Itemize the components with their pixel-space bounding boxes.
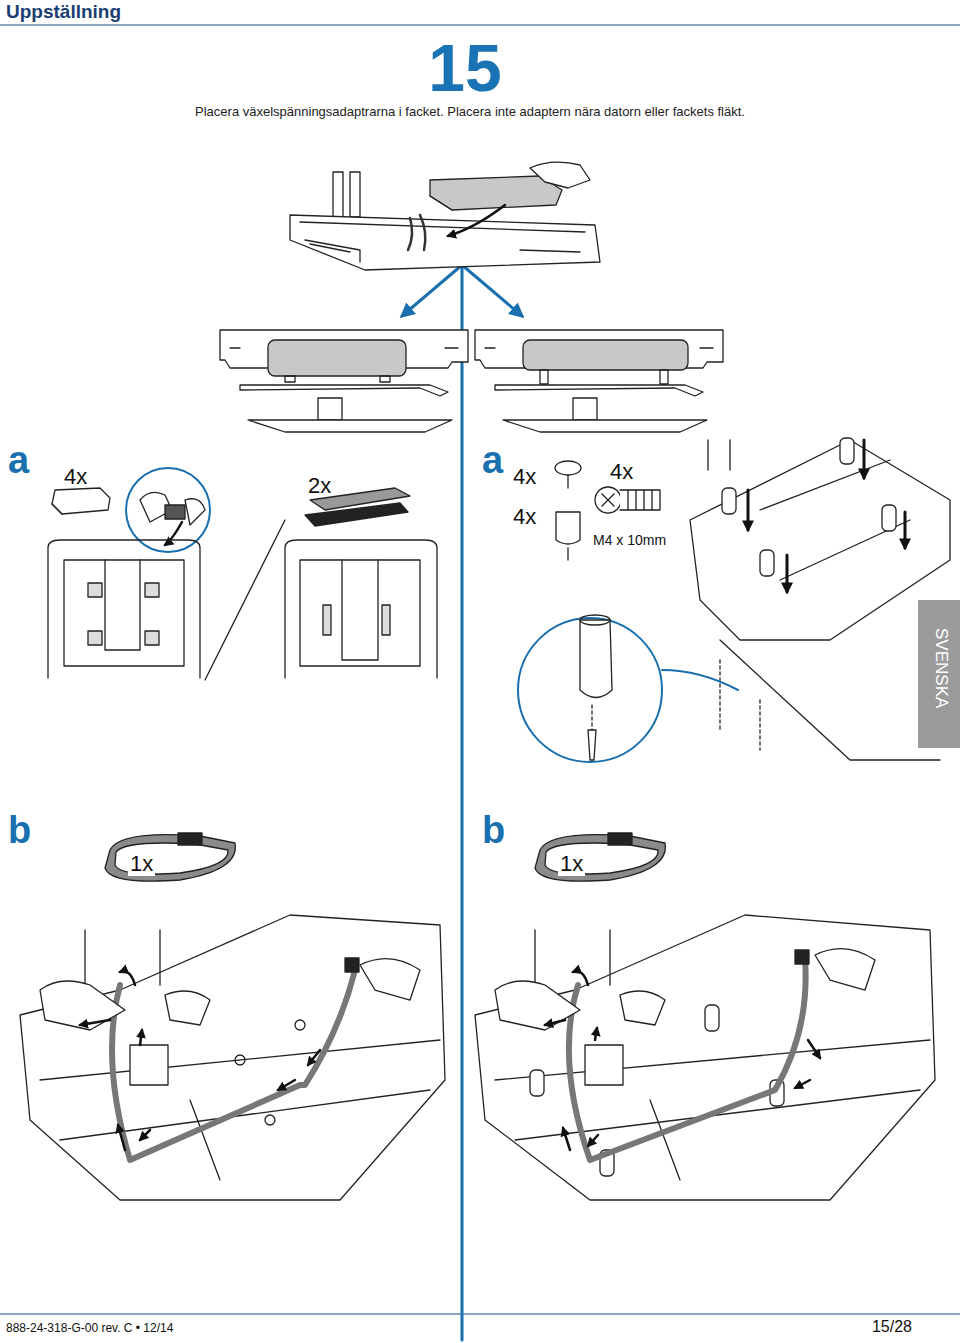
quantity: 4x (610, 460, 633, 484)
language-tab-text: SVENSKA (931, 628, 950, 708)
velcro-strip-inset (285, 488, 437, 678)
strap-icon (105, 833, 665, 881)
quantity: 1x (128, 852, 155, 876)
strap-routing-left (20, 915, 445, 1200)
page-number: 15/28 (872, 1318, 912, 1336)
substep-letter: a (8, 440, 29, 482)
substep-letter: b (482, 810, 505, 852)
tray-side-view-right (475, 330, 723, 432)
screw-size: M4 x 10mm (593, 533, 666, 548)
quantity: 4x (513, 505, 536, 529)
language-tab (918, 600, 960, 748)
substep-letter: b (8, 810, 31, 852)
strap-routing-right (475, 915, 935, 1200)
substep-letter: a (482, 440, 503, 482)
cart-tray-figure (290, 162, 600, 270)
document-number: 888-24-318-G-00 rev. C • 12/14 (6, 1322, 173, 1335)
rubber-pad-inset (48, 468, 285, 680)
feet-and-screws-inset (518, 438, 950, 762)
quantity: 4x (64, 465, 87, 489)
quantity: 2x (308, 474, 331, 498)
quantity: 4x (513, 465, 536, 489)
page-heading: Uppställning (6, 2, 121, 23)
quantity: 1x (558, 852, 585, 876)
page-rules (0, 25, 960, 1314)
tray-side-view-left (220, 330, 468, 432)
step-number: 15 (428, 32, 501, 105)
instruction-text: Placera växelspänningsadaptrarna i facke… (195, 105, 745, 119)
